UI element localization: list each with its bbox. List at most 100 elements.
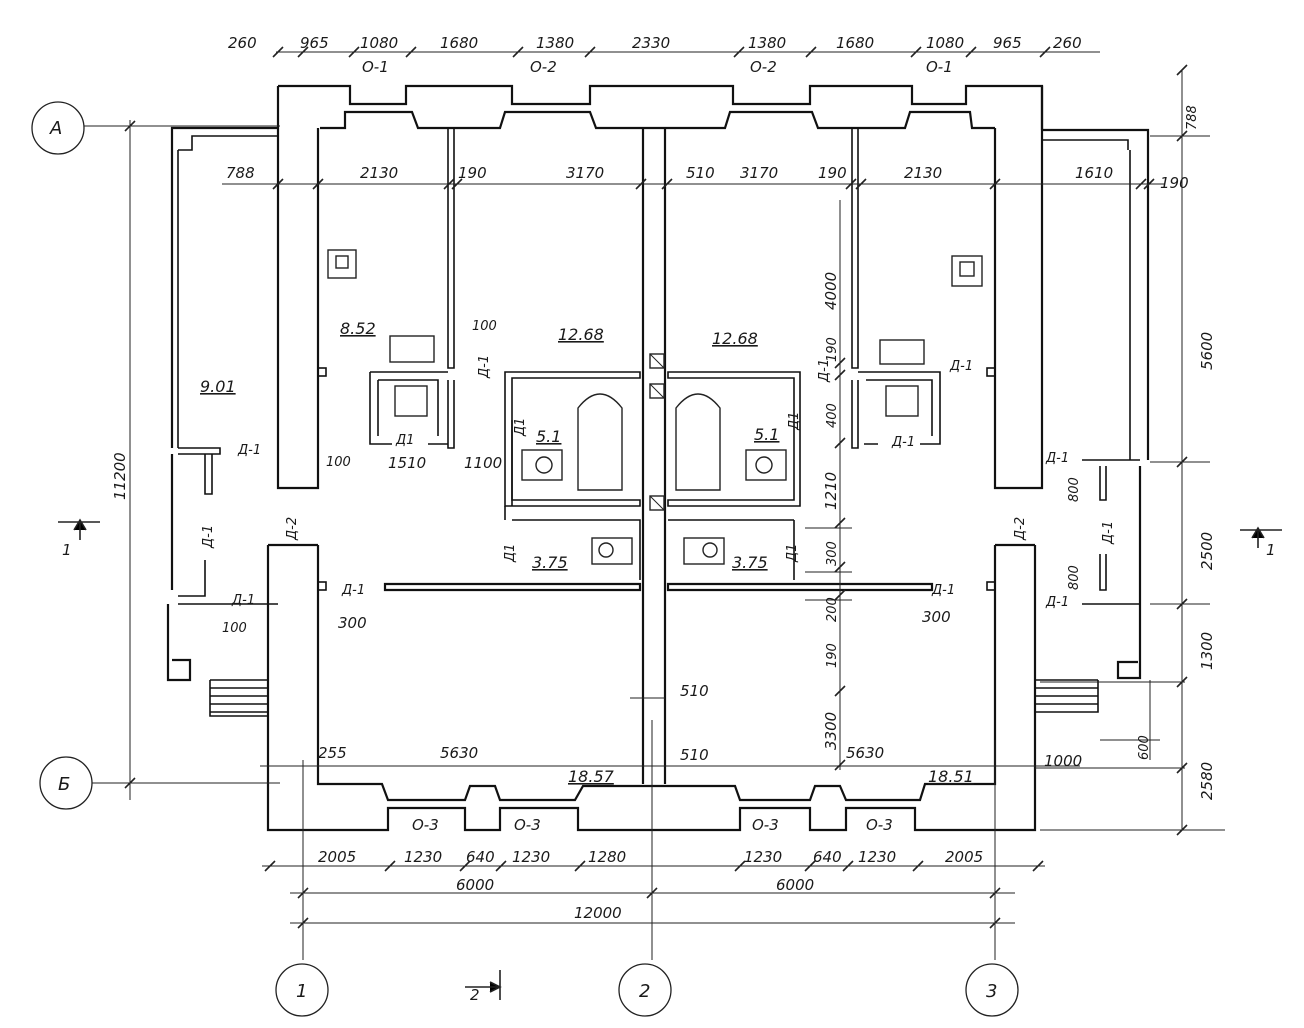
bathtub-icon [577,393,623,491]
mid-dim-text: 4000 [822,272,840,310]
misc-dim-text: 100 [326,455,351,470]
inner-dim-text: 3170 [740,164,778,182]
top-dim-text: 965 [993,34,1022,52]
stairs-left [209,679,268,717]
door-label: Д-2 [1013,517,1028,541]
door-label: Д1 [787,412,802,431]
misc-dim-text: 1510 [388,454,426,472]
misc-dim-text: 510 [680,746,709,764]
door-label: Д-1 [341,583,365,598]
door-label: Д-1 [949,359,973,374]
top-dim-text: 1380 [748,34,786,52]
axis-bubble-1 [275,963,329,1017]
window-label: О-3 [412,816,439,834]
corridor-wall [383,582,934,592]
mid-dim-text: 3300 [822,712,840,750]
misc-dim-text: 300 [338,614,367,632]
window-label: О-1 [926,58,953,76]
room-area-label: 12.68 [712,329,758,348]
top-dim-text: 965 [300,34,329,52]
top-dim-text: 1080 [360,34,398,52]
axis-label-3: 3 [986,981,997,1002]
stove-burner-icon [335,255,349,269]
stove-icon [327,249,357,279]
mid-dim-text: 200 [825,597,840,622]
misc-dim-text: 100 [222,621,247,636]
axis-bubble-2 [618,963,672,1017]
door-label: Д-2 [285,517,300,541]
misc-dim-text: 510 [680,682,709,700]
stairs-right [1035,679,1099,713]
section-mark-left-label: 1 [62,541,72,559]
axis-bubble-a [31,101,85,155]
left-dim-text: 11200 [111,452,129,500]
bottom-dim-text: 640 [813,848,842,866]
misc-dim-text: 255 [318,744,347,762]
room-area-label: 5.1 [754,425,779,444]
window-label: О-2 [750,58,777,76]
inner-dim-text: 2130 [904,164,942,182]
central-wall [641,128,667,784]
door-label: Д-1 [1045,451,1069,466]
dimension-ticks [124,46,1188,929]
mid-dim-text: 1210 [822,472,840,510]
sink-icon [389,335,435,363]
room-area-label: 3.75 [532,553,568,572]
misc-dim-text: 1000 [1044,752,1082,770]
bottom-facade-inner [316,545,997,802]
sink-basin-icon [702,542,718,558]
room-area-label: 8.52 [340,319,376,338]
window-label: О-2 [530,58,557,76]
inner-dim-text: 1610 [1075,164,1113,182]
axis-label-a: А [49,118,62,139]
center-toilet-right-wall [668,519,795,580]
misc-dim-text: 100 [472,319,497,334]
mid-dim-text: 190 [825,643,840,668]
bottom-dim-text: 2005 [945,848,983,866]
room-area-label: 5.1 [536,427,561,446]
sink-basin-icon [598,542,614,558]
door-label: Д-1 [201,525,216,549]
mid-dim-text: 190 [825,337,840,362]
top-dim-text: 260 [228,34,257,52]
bottom-dim-text: 1230 [512,848,550,866]
inner-dim-text: 190 [1160,174,1189,192]
door-label: Д-1 [237,443,261,458]
toilet-bowl-icon [535,456,553,474]
misc-dim-text: 1100 [464,454,502,472]
axis-label-b: Б [58,774,70,795]
top-dim-text: 2330 [632,34,670,52]
misc-dim-text: 5630 [440,744,478,762]
room-area-label: 9.01 [200,377,236,396]
bottom-dim-text: 1230 [744,848,782,866]
top-dim-text: 1380 [536,34,574,52]
corridor-level-lines [260,527,1080,767]
room-area-label: 12.68 [558,325,604,344]
right-annex-inner [1042,139,1140,605]
room-area-label: 18.51 [928,767,974,786]
wc-icon [394,385,428,417]
top-dim-text: 260 [1053,34,1082,52]
left-pier [276,86,320,490]
bottom-dim-text: 2005 [318,848,356,866]
door-label: Д-1 [931,583,955,598]
right-annex-wall [1042,128,1150,680]
left-wc-block [369,371,448,445]
door-label: Д1 [395,433,414,448]
center-bath-right [667,371,801,507]
door-label: Д-1 [477,355,492,379]
bottom-dim-text: 1230 [858,848,896,866]
mid-dim-text: 400 [825,403,840,428]
axis-label-1: 1 [296,981,307,1002]
inner-dim-text: 190 [458,164,487,182]
section-mark-bottom-label: 2 [470,986,480,1004]
top-dim-text: 1680 [440,34,478,52]
center-toilet-left-wall [504,420,641,580]
inner-dim-text: 510 [686,164,715,182]
door-label: Д-1 [1101,521,1116,545]
section-mark-left [58,518,100,540]
left-annex-wall [166,126,278,682]
right-dim-text: 600 [1137,735,1152,760]
misc-dim-text: 800 [1067,565,1082,590]
door-label: Д1 [513,418,528,437]
